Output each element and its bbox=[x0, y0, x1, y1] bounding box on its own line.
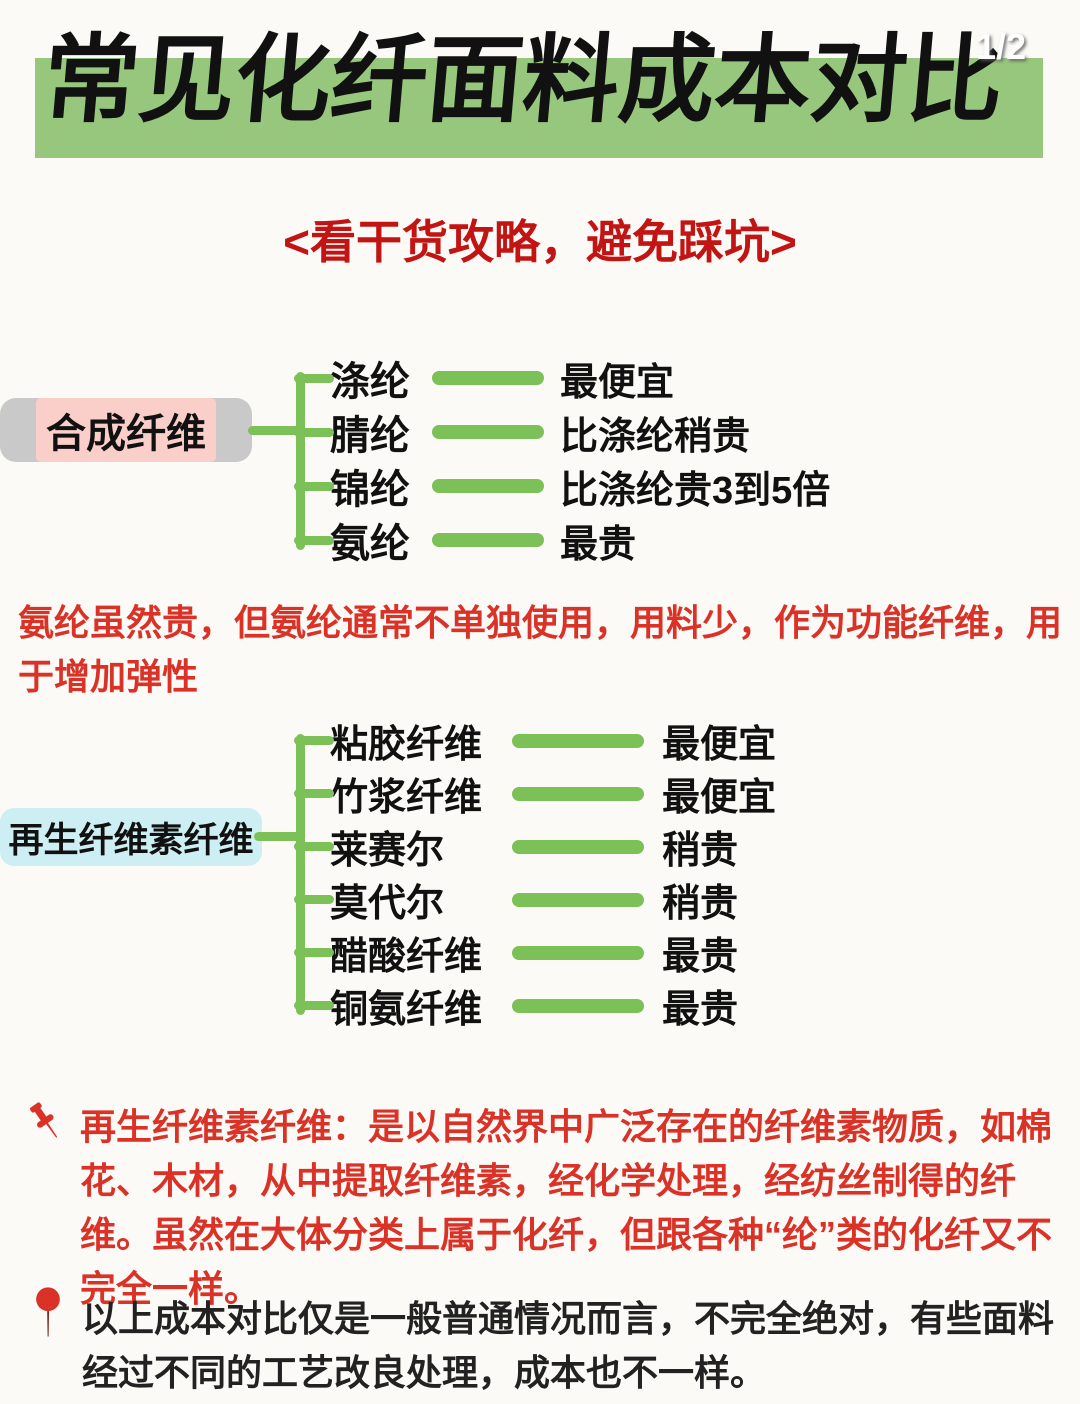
fiber-row: 锦纶 比涤纶贵3到5倍 bbox=[294, 459, 831, 513]
cost-text: 最便宜 bbox=[560, 361, 675, 404]
cost-bar bbox=[512, 839, 644, 854]
diagram2-label-text: 再生纤维素纤维 bbox=[8, 820, 254, 860]
diagram1-bracket-connector bbox=[248, 426, 300, 435]
fiber-row: 粘胶纤维 最便宜 bbox=[294, 714, 777, 767]
diagram2-bracket-spine bbox=[296, 734, 305, 1015]
cost-text: 最便宜 bbox=[662, 777, 777, 819]
fiber-row: 涤纶 最便宜 bbox=[294, 351, 830, 405]
cost-text: 最贵 bbox=[662, 936, 739, 978]
branch-stub bbox=[294, 481, 334, 491]
branch-stub bbox=[294, 427, 334, 437]
page-indicator: 1/2 bbox=[976, 26, 1027, 67]
fiber-name: 莱赛尔 bbox=[330, 830, 445, 872]
diagram2-rows: 粘胶纤维 最便宜 竹浆纤维 最便宜 莱赛尔 稍贵 莫代尔 稍贵 醋酸纤维 最贵 bbox=[294, 714, 777, 1032]
fiber-name: 氨纶 bbox=[330, 522, 410, 566]
diagram1-label-box: 合成纤维 bbox=[0, 398, 252, 462]
diagram1-rows: 涤纶 最便宜 腈纶 比涤纶稍贵 锦纶 比涤纶贵3到5倍 氨纶 最贵 bbox=[294, 351, 831, 567]
cost-text: 比涤纶贵3到5倍 bbox=[560, 469, 831, 512]
cost-bar bbox=[512, 733, 644, 748]
branch-stub bbox=[294, 789, 334, 798]
regenerated-fiber-note: 再生纤维素纤维：是以自然界中广泛存在的纤维素物质，如棉花、木材，从中提取纤维素，… bbox=[80, 1106, 1053, 1309]
branch-stub bbox=[294, 535, 334, 545]
fiber-row: 竹浆纤维 最便宜 bbox=[294, 767, 777, 820]
title-highlight-bar bbox=[35, 58, 1043, 158]
cost-bar bbox=[512, 786, 644, 801]
cost-text: 最贵 bbox=[560, 523, 637, 566]
fiber-row: 氨纶 最贵 bbox=[294, 513, 830, 567]
cost-text: 比涤纶稍贵 bbox=[560, 415, 751, 458]
cost-bar bbox=[512, 945, 644, 960]
branch-stub bbox=[294, 842, 334, 851]
cost-bar bbox=[512, 998, 644, 1013]
fiber-name: 腈纶 bbox=[330, 414, 410, 458]
branch-stub bbox=[294, 1001, 334, 1010]
fiber-name: 铜氨纤维 bbox=[330, 989, 483, 1031]
cost-text: 最便宜 bbox=[662, 724, 777, 766]
cost-bar bbox=[432, 533, 544, 547]
diagram2-bracket-connector bbox=[254, 832, 300, 841]
spandex-note: 氨纶虽然贵，但氨纶通常不单独使用，用料少，作为功能纤维，用于增加弹性 bbox=[18, 602, 1063, 697]
fiber-name: 醋酸纤维 bbox=[330, 936, 483, 978]
fiber-row: 莱赛尔 稍贵 bbox=[294, 820, 776, 873]
fiber-row: 醋酸纤维 最贵 bbox=[294, 926, 776, 979]
diagram2-label-box: 再生纤维素纤维 bbox=[0, 808, 262, 866]
cost-bar bbox=[512, 892, 644, 907]
pushpin-icon bbox=[24, 1100, 66, 1153]
cost-text: 最贵 bbox=[662, 989, 739, 1031]
fiber-name: 粘胶纤维 bbox=[330, 724, 483, 766]
cost-text: 稍贵 bbox=[662, 883, 739, 925]
fiber-row: 铜氨纤维 最贵 bbox=[294, 979, 776, 1032]
branch-stub bbox=[294, 895, 334, 904]
fiber-name: 莫代尔 bbox=[330, 883, 445, 925]
cost-text: 稍贵 bbox=[662, 830, 739, 872]
branch-stub bbox=[294, 736, 334, 745]
fiber-name: 竹浆纤维 bbox=[330, 777, 483, 819]
page-title: 常见化纤面料成本对比 bbox=[38, 27, 1008, 134]
fiber-name: 锦纶 bbox=[330, 468, 410, 512]
branch-stub bbox=[294, 373, 334, 383]
branch-stub bbox=[294, 948, 334, 957]
fiber-row: 莫代尔 稍贵 bbox=[294, 873, 776, 926]
cost-bar bbox=[432, 425, 544, 439]
fiber-name: 涤纶 bbox=[330, 360, 410, 404]
diagram1-label-text: 合成纤维 bbox=[36, 398, 216, 462]
cost-bar bbox=[432, 371, 544, 385]
fiber-row: 腈纶 比涤纶稍贵 bbox=[294, 405, 830, 459]
cost-bar bbox=[432, 479, 544, 493]
subtitle: <看干货攻略，避免踩坑> bbox=[283, 216, 797, 268]
diagram1-bracket-spine bbox=[296, 372, 305, 550]
round-pin-icon bbox=[30, 1286, 66, 1345]
disclaimer-note: 以上成本对比仅是一般普通情况而言，不完全绝对，有些面料经过不同的工艺改良处理，成… bbox=[82, 1298, 1055, 1393]
